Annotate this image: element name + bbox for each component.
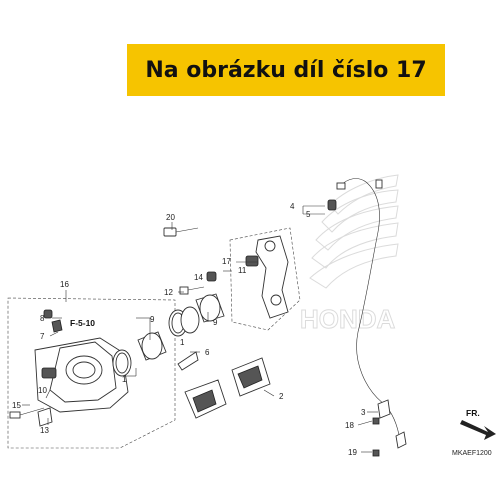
front-direction-indicator: FR. — [460, 408, 496, 440]
callout-19: 19 — [348, 448, 357, 457]
caliper-assembly-outline — [7, 297, 176, 449]
callout-9-right: 9 — [213, 318, 218, 327]
callout-8: 8 — [40, 314, 45, 323]
callout-10: 10 — [38, 386, 47, 395]
leader-lines — [22, 205, 378, 453]
callout-12: 12 — [164, 288, 173, 297]
caliper-bracket — [245, 235, 289, 319]
callout-2: 2 — [279, 392, 284, 401]
callout-15: 15 — [12, 401, 21, 410]
honda-logo-watermark: HONDA — [300, 174, 399, 335]
pad-spring — [177, 351, 199, 371]
reference-label: F-5-10 — [70, 318, 95, 328]
callout-5: 5 — [306, 210, 311, 219]
title-banner: Na obrázku díl číslo 17 — [127, 44, 445, 96]
pistons — [137, 293, 225, 361]
bracket-assembly-outline — [229, 227, 301, 331]
front-direction-label: FR. — [466, 408, 480, 418]
callout-7: 7 — [40, 332, 45, 341]
callout-16: 16 — [60, 280, 69, 289]
callout-20: 20 — [166, 213, 175, 222]
callout-18: 18 — [345, 421, 354, 430]
watermark-text: HONDA — [300, 304, 396, 334]
callout-1-upper: 1 — [180, 338, 185, 347]
callout-11: 11 — [238, 266, 247, 275]
callout-17: 17 — [222, 257, 231, 266]
bolts — [9, 199, 380, 457]
callout-14: 14 — [194, 273, 203, 282]
callout-3: 3 — [361, 408, 366, 417]
sensor-cable — [336, 178, 407, 449]
diagram-code: MKAEF1200 — [452, 450, 492, 457]
arrow-icon — [460, 420, 496, 440]
callout-6: 6 — [205, 348, 210, 357]
banner-text: Na obrázku díl číslo 17 — [145, 57, 427, 83]
callout-1-lower: 1 — [122, 375, 127, 384]
callout-4: 4 — [290, 202, 295, 211]
brake-pads — [184, 357, 271, 419]
caliper-body — [34, 337, 129, 413]
callout-9-left: 9 — [150, 315, 155, 324]
callout-13: 13 — [40, 426, 49, 435]
